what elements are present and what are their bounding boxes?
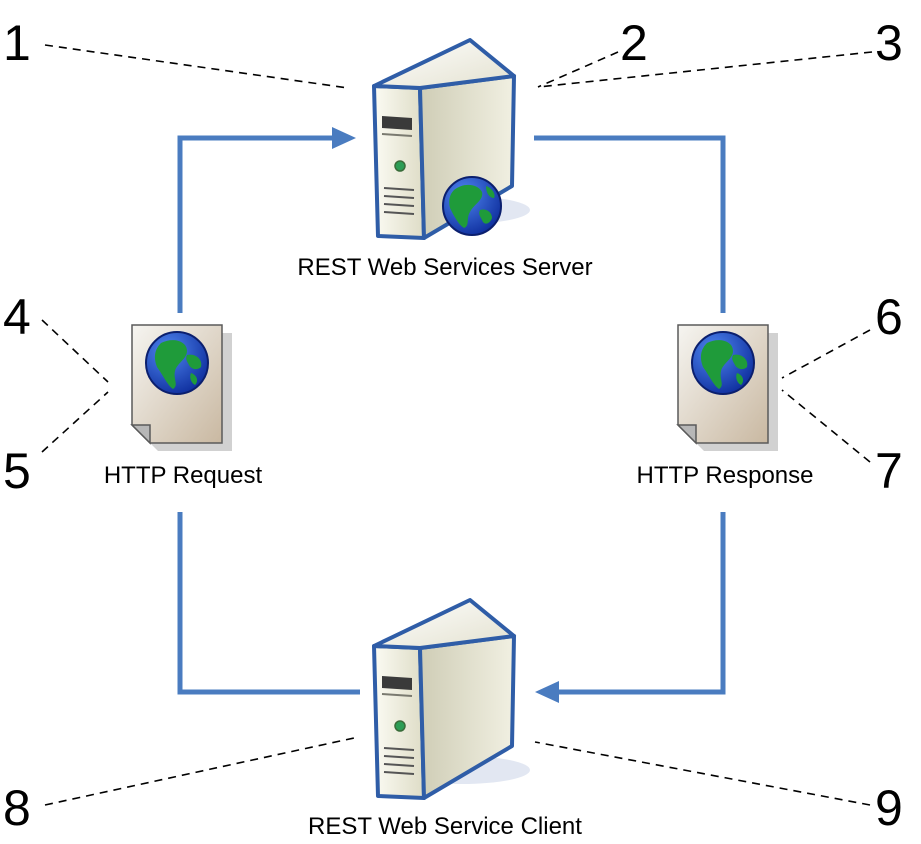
client-label: REST Web Service Client <box>308 813 582 840</box>
callout-numbers: 1 2 3 4 5 6 7 8 9 <box>3 15 903 836</box>
leader-line-9 <box>534 741 871 806</box>
leader-line-2 <box>537 51 619 88</box>
server-node: REST Web Services Server <box>297 38 593 281</box>
request-node: HTTP Request <box>104 324 263 489</box>
response-node: HTTP Response <box>637 324 814 489</box>
callout-5: 5 <box>3 443 31 499</box>
leader-line-8 <box>44 737 355 806</box>
client-node: REST Web Service Client <box>308 598 582 840</box>
callout-1: 1 <box>3 15 31 71</box>
request-label: HTTP Request <box>104 462 263 489</box>
callout-2: 2 <box>620 15 648 71</box>
server-icon <box>372 598 530 800</box>
callout-9: 9 <box>875 780 903 836</box>
response-label: HTTP Response <box>637 462 814 489</box>
leader-line-3 <box>537 51 873 88</box>
callout-7: 7 <box>875 443 903 499</box>
globe-icon <box>691 331 755 395</box>
leader-line-6 <box>781 329 871 379</box>
globe-icon <box>442 176 502 236</box>
web-document-icon <box>676 324 778 451</box>
arrowhead-into-client <box>535 681 559 703</box>
callout-leader-lines <box>41 44 873 806</box>
arrowhead-into-server <box>332 127 356 149</box>
callout-3: 3 <box>875 15 903 71</box>
callout-8: 8 <box>3 780 31 836</box>
callout-6: 6 <box>875 289 903 345</box>
leader-line-7 <box>781 389 871 463</box>
web-document-icon <box>130 324 232 451</box>
flow-connectors <box>177 127 726 703</box>
server-to-response-connector <box>534 135 726 313</box>
leader-line-5 <box>41 391 109 453</box>
response-to-client-connector <box>556 512 726 695</box>
leader-line-4 <box>41 319 109 383</box>
globe-icon <box>145 331 209 395</box>
callout-4: 4 <box>3 289 31 345</box>
server-label: REST Web Services Server <box>297 254 592 281</box>
client-to-request-connector <box>177 512 360 695</box>
leader-line-1 <box>44 44 349 89</box>
request-to-server-connector <box>177 135 336 313</box>
